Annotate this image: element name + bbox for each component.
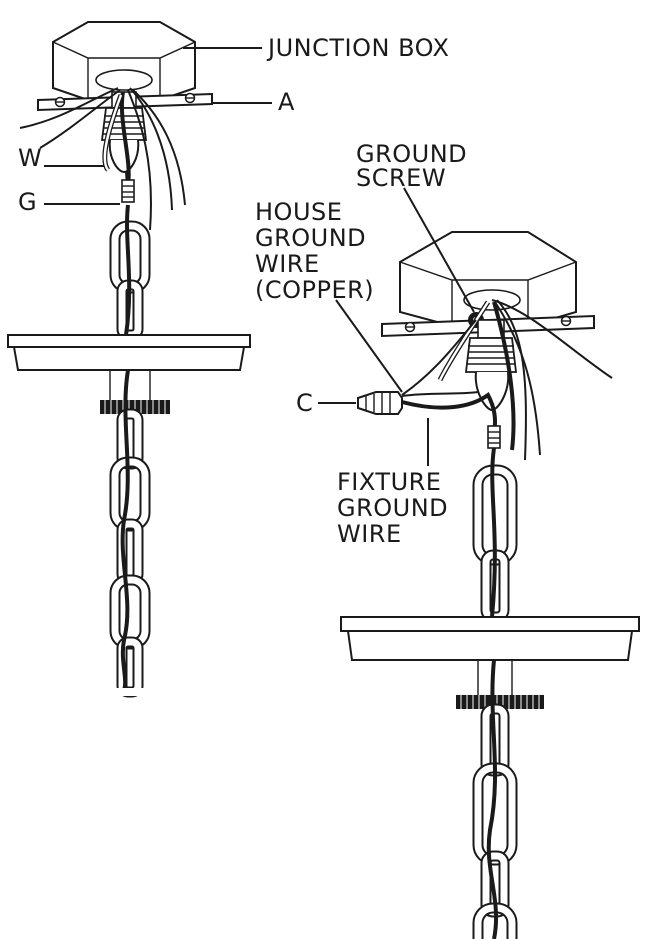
right-threaded-nipple [464, 319, 518, 412]
label-c: C [296, 389, 313, 417]
right-junction-box [399, 231, 577, 327]
right-chain-upper [472, 447, 518, 623]
label-w: W [18, 144, 42, 172]
right-leaders [318, 187, 475, 466]
left-wires [19, 87, 186, 231]
left-canopy [7, 334, 251, 400]
label-house-ground-1: HOUSE [255, 198, 342, 226]
wire-nut [357, 391, 403, 415]
left-chain-lower [100, 369, 160, 698]
label-house-ground-4: (COPPER) [255, 276, 374, 304]
right-chain-lower [472, 659, 518, 939]
label-fixture-ground-2: GROUND [337, 494, 448, 522]
label-ground-screw-2: SCREW [356, 164, 446, 192]
label-g: G [18, 188, 37, 216]
label-ground-screw-1: GROUND [356, 140, 467, 168]
left-assembly: JUNCTION BOX A W G [7, 21, 449, 698]
right-assembly: GROUND SCREW HOUSE GROUND WIRE (COPPER) … [255, 140, 640, 939]
label-a: A [278, 88, 295, 116]
label-fixture-ground-1: FIXTURE [337, 468, 441, 496]
label-house-ground-3: WIRE [255, 250, 320, 278]
left-junction-box [52, 21, 196, 101]
label-fixture-ground-3: WIRE [337, 520, 402, 548]
label-house-ground-2: GROUND [255, 224, 366, 252]
left-canopy-ring [100, 400, 170, 414]
left-leaders [44, 47, 272, 205]
left-chain-upper [109, 204, 151, 341]
right-canopy [340, 616, 640, 695]
label-junction-box: JUNCTION BOX [266, 34, 449, 62]
